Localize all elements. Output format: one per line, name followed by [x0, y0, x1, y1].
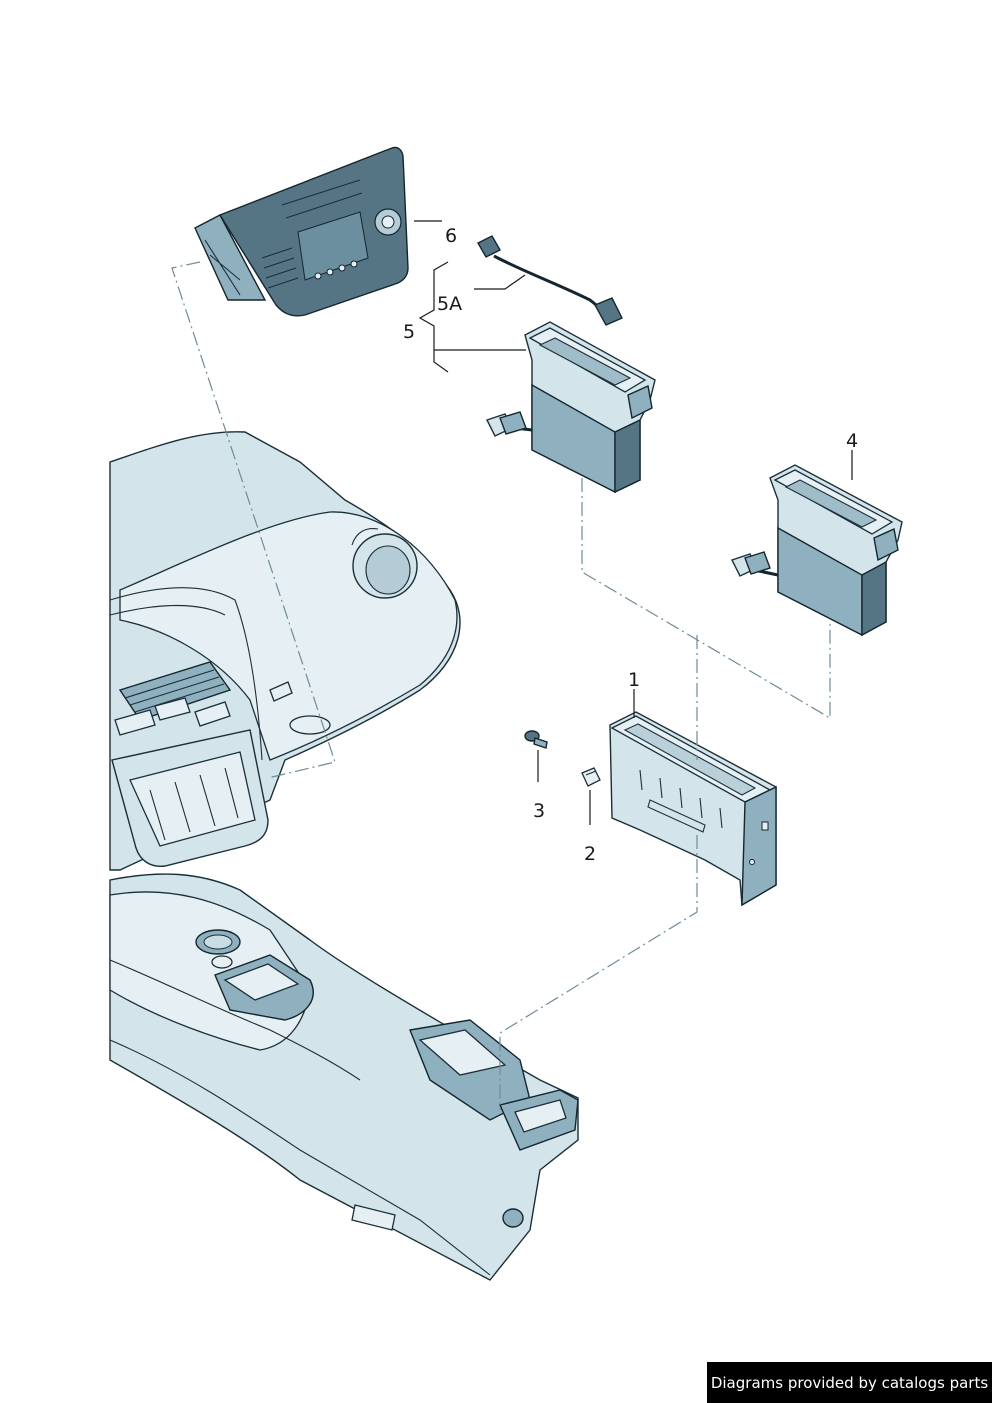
- radio-unit: [194, 146, 409, 317]
- callout-5: 5: [403, 321, 415, 343]
- callout-2: 2: [584, 843, 596, 865]
- callout-1: 1: [628, 669, 640, 691]
- callout-5a: 5A: [437, 293, 462, 315]
- mounting-bracket: [609, 711, 777, 907]
- round-air-vent: [351, 528, 418, 599]
- callout-6: 6: [445, 225, 457, 247]
- leader-lines: [414, 220, 853, 825]
- callout-3: 3: [533, 800, 545, 822]
- adapter-cable: [477, 235, 623, 326]
- screw: [524, 730, 548, 749]
- centre-vent-grille: [118, 661, 232, 721]
- gear-shift-boot: [214, 954, 314, 1021]
- dashboard-assembly: [109, 431, 461, 871]
- credit-banner: Diagrams provided by catalogs parts: [707, 1362, 992, 1403]
- media-interface-box-alt: [731, 464, 903, 637]
- callout-4: 4: [846, 430, 858, 452]
- cup-holder: [195, 929, 241, 969]
- centre-console-assembly: [109, 873, 579, 1281]
- media-interface-box: [486, 321, 656, 494]
- spring-clip: [581, 767, 601, 787]
- credit-text: Diagrams provided by catalogs parts: [710, 1373, 989, 1392]
- radio-opening: [111, 697, 269, 867]
- assembly-lines: [171, 261, 831, 1110]
- power-socket: [502, 1208, 524, 1228]
